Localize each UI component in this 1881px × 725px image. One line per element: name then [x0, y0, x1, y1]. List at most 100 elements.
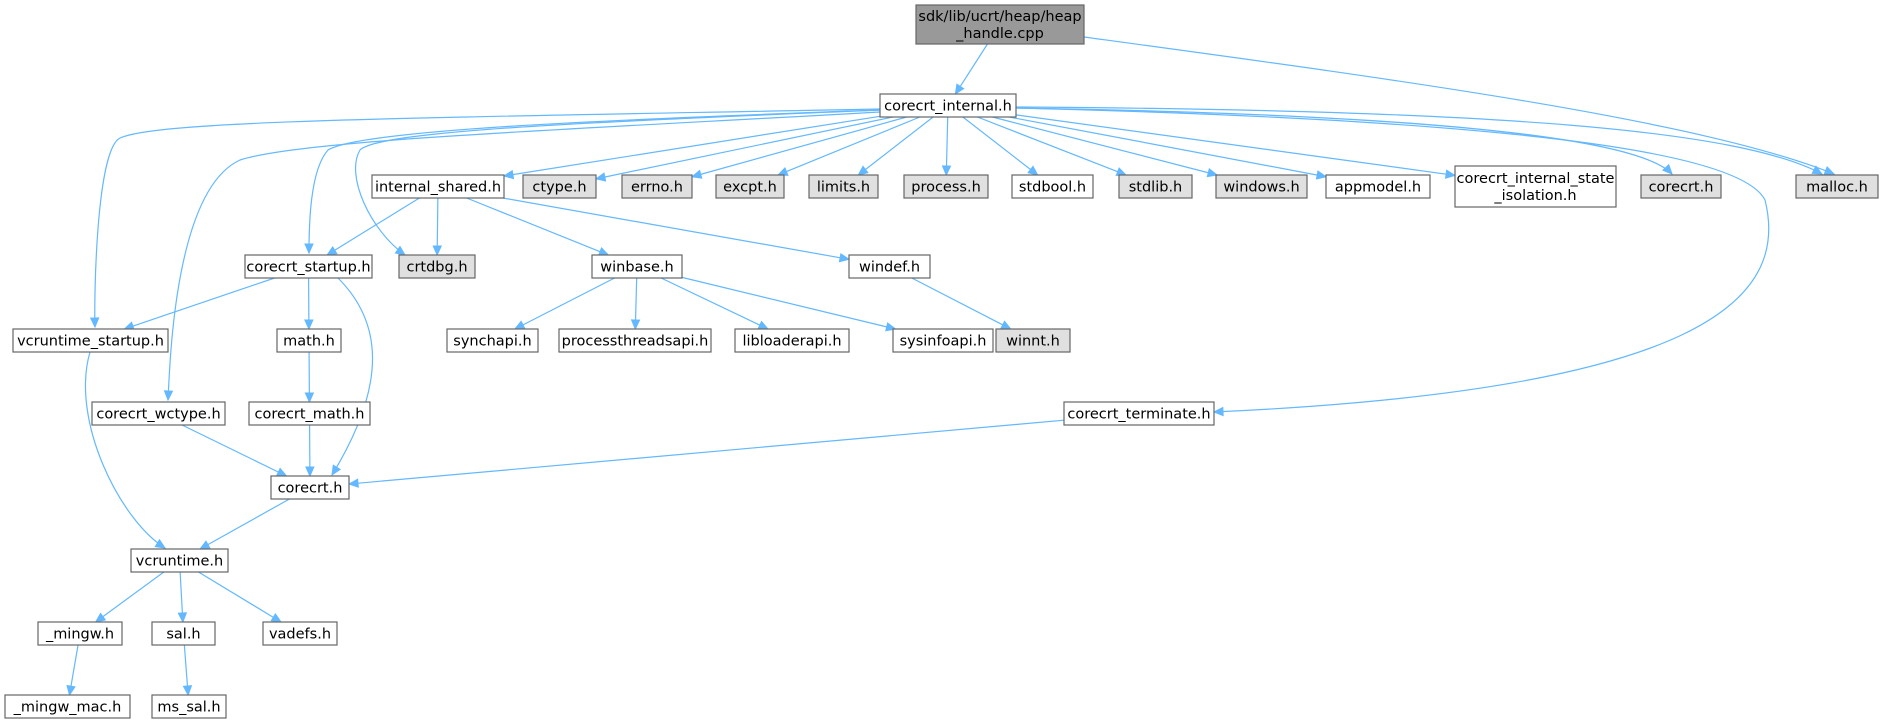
edge-corecrt-to-vcr — [198, 498, 290, 550]
edge-ci-to-ctype — [594, 116, 893, 182]
edge-line — [179, 571, 184, 615]
edge-line — [977, 116, 1119, 173]
node-limits: limits.h — [808, 174, 879, 199]
node-label: excpt.h — [723, 180, 777, 196]
node-vcs[interactable]: vcruntime_startup.h — [12, 328, 169, 353]
edge-line — [183, 644, 189, 688]
node-box — [1795, 174, 1879, 199]
node-ci[interactable]: corecrt_internal.h — [879, 93, 1017, 118]
edge-line — [1015, 107, 1673, 175]
node-label: corecrt_internal_state — [1457, 171, 1615, 187]
edge-line — [436, 197, 439, 248]
node-windef[interactable]: windef.h — [848, 254, 931, 279]
node-label: corecrt_math.h — [255, 407, 365, 423]
node-label: appmodel.h — [1335, 180, 1421, 196]
node-windows: windows.h — [1215, 174, 1308, 199]
node-label: sal.h — [166, 627, 200, 643]
edge-arrowhead — [326, 245, 338, 256]
node-label: _handle.cpp — [955, 26, 1044, 42]
node-box — [91, 401, 226, 426]
node-appmodel[interactable]: appmodel.h — [1325, 174, 1431, 199]
node-cs[interactable]: corecrt_startup.h — [244, 254, 373, 279]
edge-arrowhead — [1212, 406, 1224, 417]
node-box — [151, 621, 216, 646]
node-winbase[interactable]: winbase.h — [591, 254, 683, 279]
edge-line — [959, 43, 988, 88]
edge-arrowhead — [1027, 165, 1039, 176]
node-label: stdlib.h — [1129, 180, 1183, 196]
edge-arrowhead — [304, 319, 314, 331]
edge-line — [333, 197, 420, 252]
edge-line — [785, 116, 921, 173]
node-cw[interactable]: corecrt_wctype.h — [91, 401, 226, 426]
node-box — [522, 174, 597, 199]
node-corecrt[interactable]: corecrt.h — [270, 475, 350, 500]
node-corecrt-ext: corecrt.h — [1640, 174, 1722, 199]
node-cis[interactable]: corecrt_internal_state_isolation.h — [1454, 165, 1617, 208]
edge-arrowhead — [630, 319, 641, 331]
edge-line — [131, 277, 275, 327]
node-box — [262, 621, 338, 646]
node-vcr[interactable]: vcruntime.h — [130, 548, 229, 573]
graph-nodes: sdk/lib/ucrt/heap/heap_handle.cppcorecrt… — [4, 4, 1879, 719]
edge-arrowhead — [154, 538, 167, 549]
node-box — [1454, 165, 1617, 208]
node-box — [879, 93, 1017, 118]
node-stdbool[interactable]: stdbool.h — [1011, 174, 1094, 199]
edge-arrowhead — [394, 245, 407, 256]
edge-ci-to-stdbool — [962, 116, 1039, 176]
edge-line — [198, 571, 275, 619]
node-stdlib: stdlib.h — [1118, 174, 1193, 199]
node-pta[interactable]: processthreadsapi.h — [558, 328, 712, 353]
node-label: math.h — [283, 334, 335, 350]
node-box — [4, 694, 131, 719]
graph-edges — [66, 36, 1836, 697]
edge-arrowhead — [776, 166, 789, 176]
node-crtdbg: crtdbg.h — [398, 254, 476, 279]
node-label: libloaderapi.h — [742, 334, 841, 350]
node-ctype: ctype.h — [522, 174, 597, 199]
node-box — [558, 328, 712, 353]
edge-arrowhead — [163, 390, 174, 402]
node-mingwmac[interactable]: _mingw_mac.h — [4, 694, 131, 719]
edge-cs-to-corecrt — [331, 277, 374, 477]
node-sal[interactable]: sal.h — [151, 621, 216, 646]
edge-ish-to-cs — [326, 197, 420, 256]
node-label: errno.h — [631, 180, 683, 196]
node-math[interactable]: math.h — [276, 328, 342, 353]
edge-arrowhead — [304, 392, 315, 404]
node-cmath[interactable]: corecrt_math.h — [248, 401, 371, 426]
edge-math-to-cmath — [304, 351, 315, 404]
node-synchapi[interactable]: synchapi.h — [446, 328, 539, 353]
node-vadefs[interactable]: vadefs.h — [262, 621, 338, 646]
node-box — [12, 328, 169, 353]
edge-ish-to-crtdbg — [432, 197, 443, 257]
edge-ci-to-cs — [304, 109, 881, 255]
node-libloader[interactable]: libloaderapi.h — [734, 328, 850, 353]
edge-arrowhead — [941, 165, 952, 177]
node-box — [1325, 174, 1431, 199]
edge-line — [356, 419, 1065, 484]
node-label: ms_sal.h — [157, 700, 220, 716]
node-mssal[interactable]: ms_sal.h — [151, 694, 227, 719]
node-sysinfo[interactable]: sysinfoapi.h — [892, 328, 994, 353]
node-errno: errno.h — [621, 174, 693, 199]
node-box — [446, 328, 539, 353]
node-ish[interactable]: internal_shared.h — [371, 174, 505, 199]
edge-arrowhead — [305, 466, 315, 478]
node-winnt: winnt.h — [995, 328, 1071, 353]
node-label: windows.h — [1223, 180, 1299, 196]
node-label: corecrt_startup.h — [246, 260, 370, 276]
edge-arrowhead — [954, 83, 965, 96]
node-box — [1215, 174, 1308, 199]
edge-arrowhead — [198, 540, 211, 550]
node-box — [621, 174, 693, 199]
edge-line — [308, 109, 881, 254]
node-mingw[interactable]: _mingw.h — [37, 621, 123, 646]
edge-src-to-ci — [954, 43, 988, 96]
node-ct[interactable]: corecrt_terminate.h — [1063, 401, 1215, 426]
edge-arrowhead — [1000, 320, 1012, 330]
node-label: corecrt_wctype.h — [96, 407, 220, 423]
node-label: corecrt_internal.h — [884, 99, 1012, 115]
edge-arrowhead — [1811, 165, 1824, 175]
